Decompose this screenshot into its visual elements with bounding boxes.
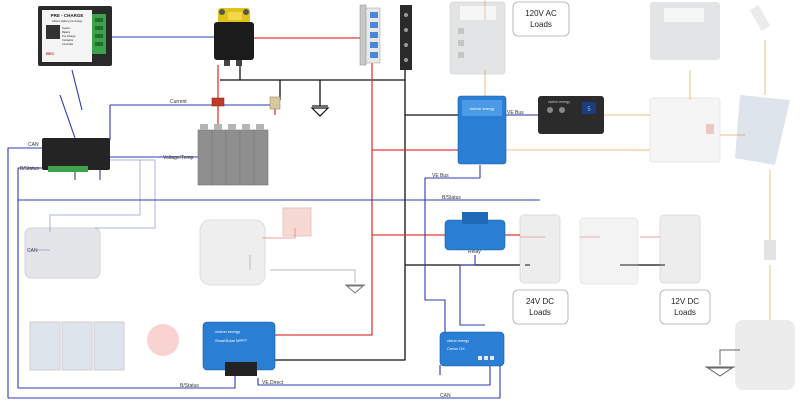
bstatus-label-3: B/Status <box>180 383 199 389</box>
alternator <box>199 219 266 286</box>
battery-protect-relay <box>444 212 506 251</box>
alternator-regulator <box>24 227 101 279</box>
precharge-line-2: Battery <box>62 30 71 34</box>
control-panel: 5 victron energy <box>538 96 604 134</box>
faded-ground-wires <box>249 255 356 283</box>
control-panel-digit: 5 <box>587 107 591 113</box>
precharge-title: PRE - CHARGE <box>51 13 84 18</box>
vedirect-label: VE.Direct <box>262 380 284 386</box>
can-label-bottom: CAN <box>440 393 451 399</box>
precharge-controller: PRE - CHARGE Lithium battery pre-charge … <box>38 6 112 66</box>
shunt <box>211 96 281 110</box>
voltage-temp-label: Voltage/Temp <box>163 155 194 161</box>
ac-loads-box: 120V AC Loads <box>512 1 570 37</box>
inverter-brand: victron energy <box>469 106 494 111</box>
contactor <box>214 8 254 66</box>
faded-positive-wires <box>262 228 660 239</box>
negative-wires <box>220 55 665 361</box>
current-label: Current <box>170 99 187 105</box>
mppt-charge-controller: victron energy SmartSolar MPPT <box>202 321 276 376</box>
dc12-loads-box: 12V DC Loads <box>659 289 711 325</box>
cerbo-gx: victron energy Cerbo GX <box>439 331 505 367</box>
can-label-1: CAN <box>28 142 39 148</box>
dc24-loads-box: 24V DC Loads <box>512 289 569 325</box>
ac-fuse <box>764 240 776 260</box>
control-panel-brand: victron energy <box>548 100 570 104</box>
dc24-loads-line-2: Loads <box>529 308 551 317</box>
shore-power-plug <box>749 5 771 31</box>
can-label-2: CAN <box>27 248 38 254</box>
precharge-line-3: Pre-Charge <box>62 34 76 38</box>
second-alternator <box>735 320 795 390</box>
positive-wires <box>217 37 520 336</box>
solar-disconnect-switch <box>147 324 179 356</box>
faded-comm-wires <box>28 159 156 251</box>
precharge-line-5: Controller <box>62 42 73 46</box>
ground-icon <box>310 105 330 117</box>
precharge-brand: REC <box>46 51 55 56</box>
precharge-line-1: System <box>62 26 71 30</box>
bstatus-label-1: B/Status <box>20 166 39 172</box>
qr-code-icon <box>46 25 60 39</box>
fuse-block-24v <box>519 214 561 284</box>
bstatus-label-2: B/Status <box>442 195 461 201</box>
busbar-negative <box>400 5 412 70</box>
ground-icon-right <box>705 349 740 377</box>
wires <box>7 0 771 399</box>
transfer-switch-panel <box>650 2 720 60</box>
solar-panels <box>29 321 125 371</box>
dc12-loads-line-2: Loads <box>674 308 696 317</box>
dc24-loads-line-1: 24V DC <box>526 297 554 306</box>
cerbo-model: Cerbo GX <box>447 346 465 351</box>
ac-loads-line-1: 120V AC <box>525 9 557 18</box>
fuse-block-12v <box>659 214 701 284</box>
busbar-positive <box>359 4 381 66</box>
ground-icon-alternator <box>345 284 365 294</box>
cerbo-brand: victron energy <box>447 339 469 343</box>
dc12-loads-line-1: 12V DC <box>671 297 699 306</box>
dc-converter <box>579 217 639 285</box>
vebus-label-1: VE Bus <box>507 110 524 116</box>
wire-labels: Current Voltage/Temp CAN CAN CAN B/Statu… <box>20 99 524 399</box>
precharge-subtitle: Lithium battery pre-charge <box>52 19 83 23</box>
generator <box>735 95 790 165</box>
mppt-model: SmartSolar MPPT <box>215 338 248 343</box>
battery-bank <box>197 124 269 186</box>
comm-wires <box>7 36 540 399</box>
precharge-line-4: Contactor <box>62 38 73 42</box>
mppt-brand: victron energy <box>215 329 240 334</box>
alternator-fuse-box <box>282 207 312 237</box>
ac-breaker-box <box>649 97 721 163</box>
ac-distribution-panel <box>449 1 506 75</box>
ac-loads-line-2: Loads <box>530 20 552 29</box>
inverter-charger: victron energy <box>457 95 507 165</box>
vebus-label-2: VE Bus <box>432 173 449 179</box>
relay-label: Relay <box>468 249 481 255</box>
bms-controller <box>42 138 110 172</box>
